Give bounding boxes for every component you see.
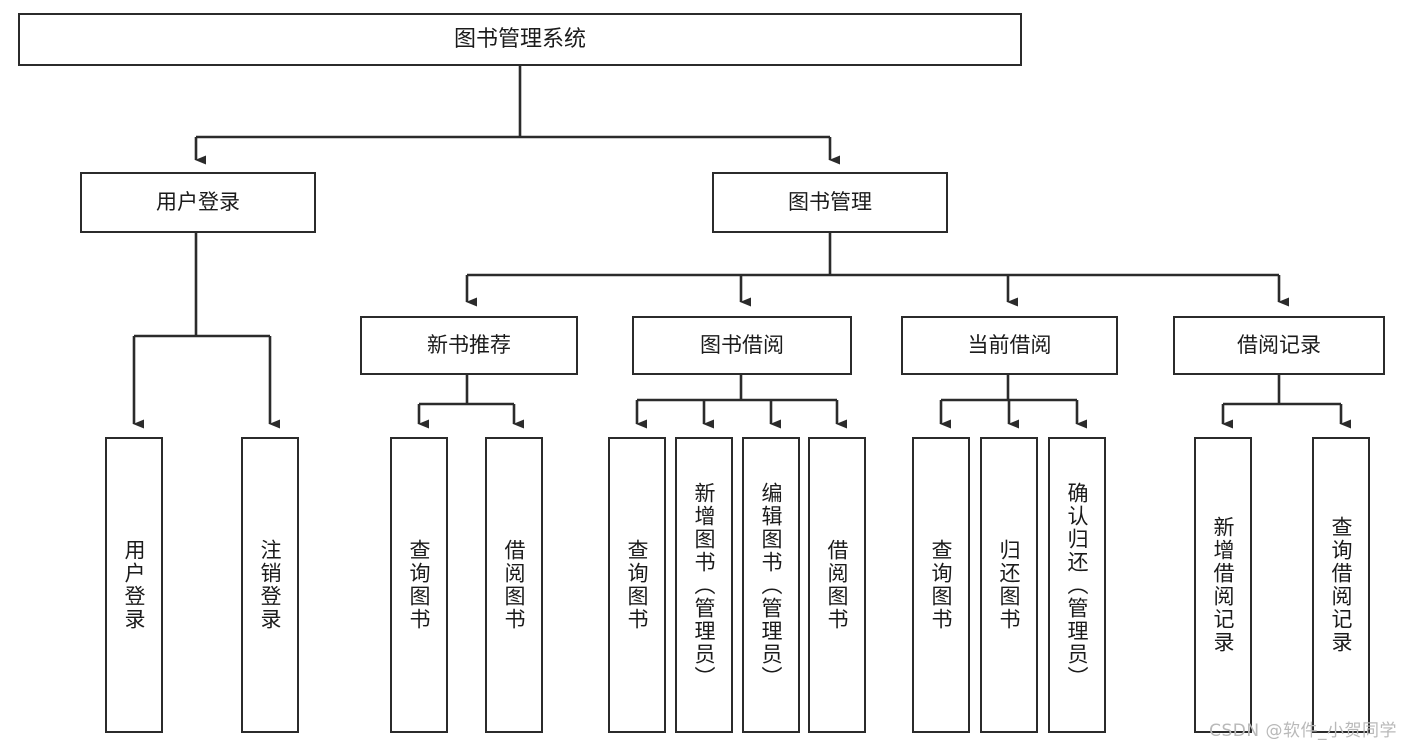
node-label: 注销登录 [258, 539, 283, 631]
node-label: 图书管理系统 [453, 26, 586, 52]
node-leaf-user-login[interactable]: 用户登录 [105, 437, 163, 733]
node-leaf-query-book-3[interactable]: 查询图书 [912, 437, 970, 733]
node-book-borrow[interactable]: 图书借阅 [632, 316, 852, 375]
node-leaf-query-book-1[interactable]: 查询图书 [390, 437, 448, 733]
node-label: 确认归还（管理员） [1065, 481, 1090, 689]
node-label: 查询图书 [407, 539, 432, 631]
node-label: 借阅图书 [502, 539, 527, 631]
node-label: 用户登录 [122, 539, 147, 631]
node-label: 当前借阅 [967, 333, 1052, 358]
node-label: 借阅图书 [825, 539, 850, 631]
node-label: 新增图书（管理员） [692, 481, 717, 689]
watermark-csdn: CSDN @软件_小贺同学 [1209, 721, 1397, 741]
node-label: 归还图书 [997, 539, 1022, 631]
node-borrow-record[interactable]: 借阅记录 [1173, 316, 1385, 375]
node-leaf-add-borrow-record[interactable]: 新增借阅记录 [1194, 437, 1252, 733]
node-current-borrow[interactable]: 当前借阅 [901, 316, 1118, 375]
node-leaf-query-book-2[interactable]: 查询图书 [608, 437, 666, 733]
node-leaf-borrow-book-1[interactable]: 借阅图书 [485, 437, 543, 733]
node-leaf-logout-login[interactable]: 注销登录 [241, 437, 299, 733]
node-user-login[interactable]: 用户登录 [80, 172, 316, 233]
node-leaf-return-book[interactable]: 归还图书 [980, 437, 1038, 733]
node-book-management[interactable]: 图书管理 [712, 172, 948, 233]
node-new-book-recommend[interactable]: 新书推荐 [360, 316, 578, 375]
node-label: 查询图书 [625, 539, 650, 631]
node-label: 新书推荐 [427, 333, 511, 358]
node-label: 借阅记录 [1237, 333, 1321, 358]
node-label: 图书借阅 [700, 333, 784, 358]
node-label: 图书管理 [788, 190, 872, 215]
node-label: 查询借阅记录 [1329, 516, 1354, 654]
node-label: 编辑图书（管理员） [759, 481, 784, 689]
node-root-book-management-system[interactable]: 图书管理系统 [18, 13, 1022, 66]
node-label: 新增借阅记录 [1211, 516, 1236, 654]
node-leaf-confirm-return[interactable]: 确认归还（管理员） [1048, 437, 1106, 733]
node-label: 用户登录 [156, 190, 240, 215]
node-leaf-edit-book[interactable]: 编辑图书（管理员） [742, 437, 800, 733]
node-leaf-add-book[interactable]: 新增图书（管理员） [675, 437, 733, 733]
node-label: 查询图书 [929, 539, 954, 631]
node-leaf-borrow-book-2[interactable]: 借阅图书 [808, 437, 866, 733]
node-leaf-query-borrow-record[interactable]: 查询借阅记录 [1312, 437, 1370, 733]
